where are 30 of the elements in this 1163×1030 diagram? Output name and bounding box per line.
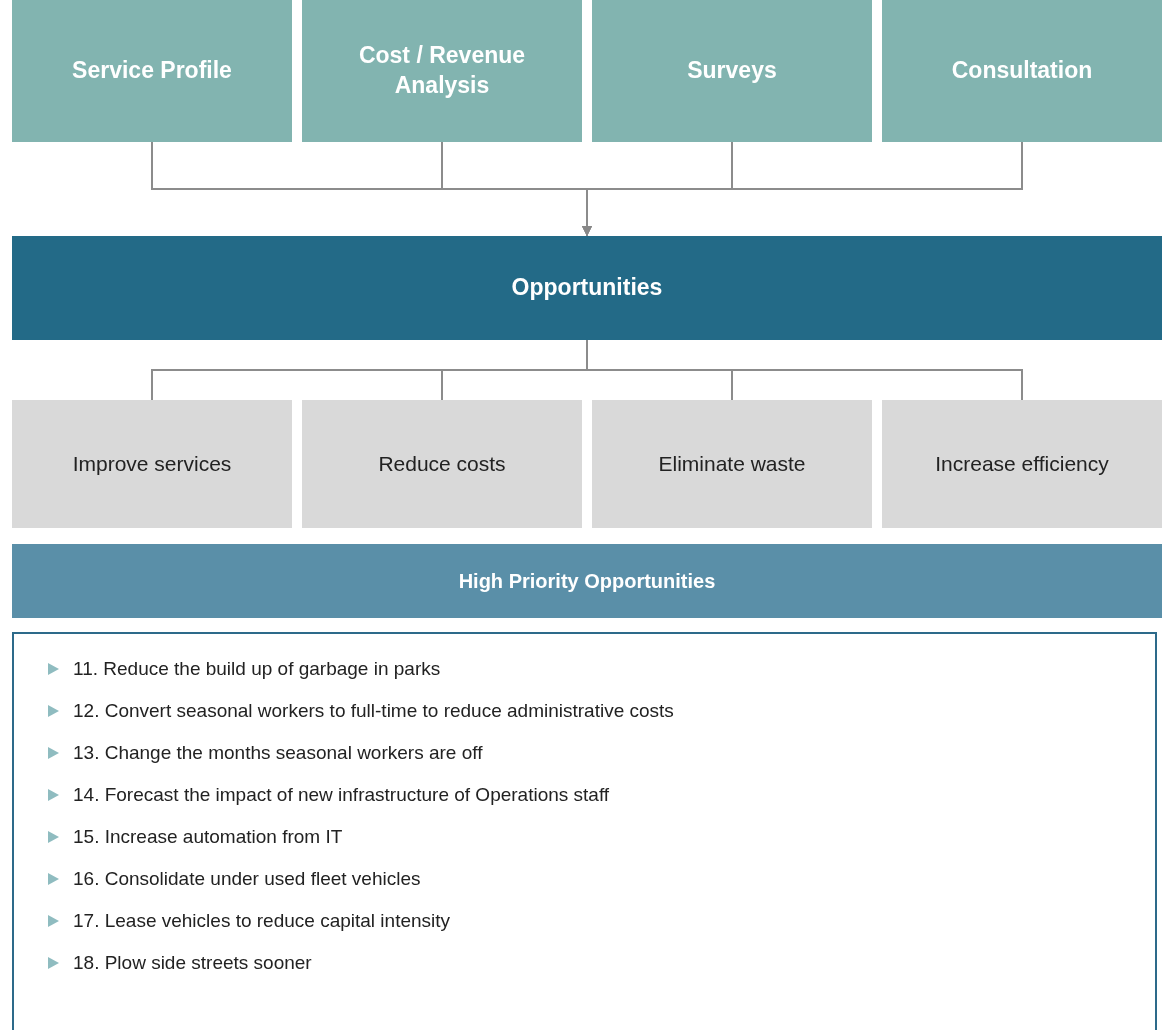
node-label: Cost / Revenue Analysis — [357, 41, 527, 100]
list-item: 17. Lease vehicles to reduce capital intensity — [73, 910, 451, 932]
list-item: 16. Consolidate under used fleet vehicles — [73, 868, 421, 890]
node-label: Reduce costs — [377, 451, 507, 478]
node-label: Increase efficiency — [934, 451, 1110, 478]
source-box — [592, 0, 872, 142]
list-item: 14. Forecast the impact of new infrastructure of Operations staff — [73, 784, 610, 806]
arrow — [582, 141, 1023, 237]
opportunities-band — [12, 236, 1162, 340]
category-box — [882, 400, 1162, 528]
source-box — [302, 0, 582, 142]
category-box — [592, 400, 872, 528]
list-item: 15. Increase automation from IT — [73, 826, 343, 848]
node-label: Eliminate waste — [657, 451, 807, 478]
node-label: Surveys — [686, 56, 778, 86]
source-box — [12, 0, 292, 142]
node-label: Improve services — [71, 451, 233, 478]
list-item: 11. Reduce the build up of garbage in parks — [73, 658, 441, 680]
source-box — [882, 0, 1162, 142]
node-label: High Priority Opportunities — [457, 569, 717, 594]
node-label: Opportunities — [510, 273, 664, 303]
header-band — [12, 544, 1162, 618]
list-panel — [12, 632, 1157, 1030]
category-box — [302, 400, 582, 528]
node-label: Consultation — [950, 56, 1094, 86]
list-item: 12. Convert seasonal workers to full-time to reduce administrative costs — [73, 700, 674, 722]
category-box — [12, 400, 292, 528]
node-label: Service Profile — [71, 56, 233, 86]
list-item: 18. Plow side streets sooner — [73, 952, 312, 974]
list-item: 13. Change the months seasonal workers are off — [73, 742, 483, 764]
